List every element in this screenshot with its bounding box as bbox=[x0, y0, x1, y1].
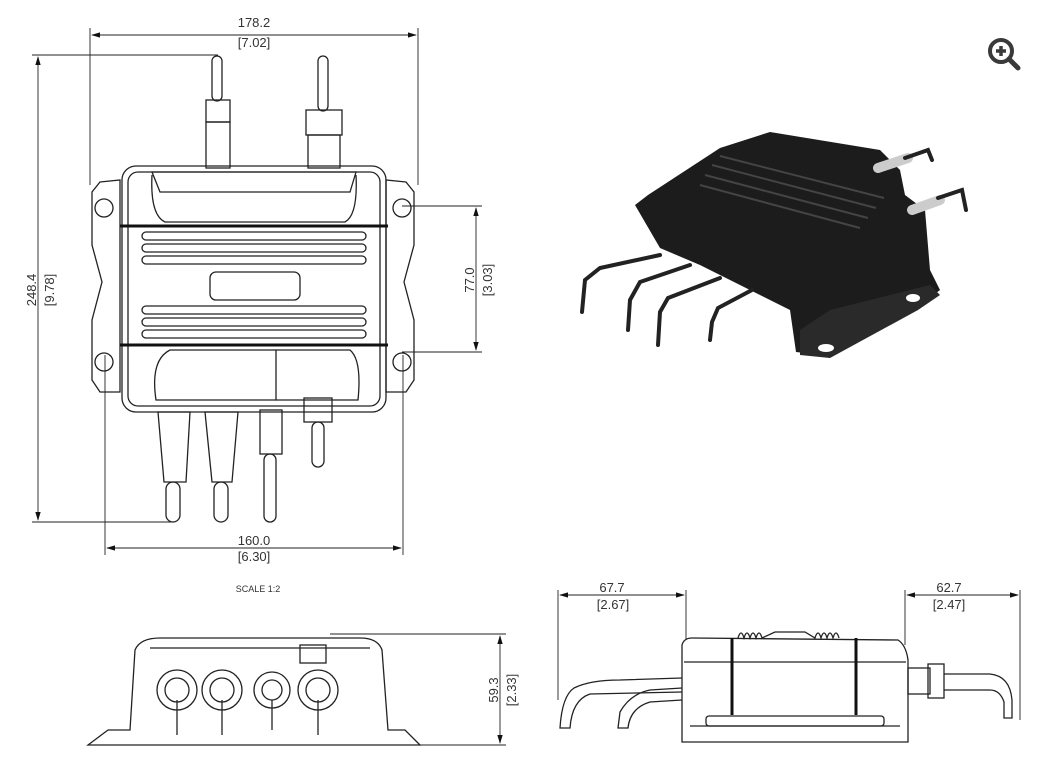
dim-left-mm: 67.7 bbox=[599, 580, 624, 595]
zoom-in-icon bbox=[988, 38, 1021, 71]
dim-left-in: [2.67] bbox=[597, 597, 630, 612]
dimension-hole-spacing-horizontal: 160.0 [6.30] bbox=[104, 355, 404, 564]
end-view-connectors bbox=[156, 669, 339, 735]
front-view: 178.2 [7.02] 248.4 [9.78] 77.0 [3.03] 16… bbox=[24, 15, 495, 594]
dim-end-height-in: [2.33] bbox=[504, 674, 519, 707]
dimension-height-overall: 248.4 [9.78] bbox=[24, 54, 218, 523]
dimension-width-overall: 178.2 [7.02] bbox=[89, 15, 419, 185]
dim-hole-v-in: [3.03] bbox=[480, 264, 495, 297]
dimension-height-end: 59.3 [2.33] bbox=[330, 633, 519, 746]
dim-right-mm: 62.7 bbox=[936, 580, 961, 595]
dim-width-in: [7.02] bbox=[238, 35, 271, 50]
end-view: 59.3 [2.33] bbox=[86, 633, 519, 746]
dim-height-mm: 248.4 bbox=[24, 274, 39, 307]
dim-width-mm: 178.2 bbox=[238, 15, 271, 30]
dimension-hole-spacing-vertical: 77.0 [3.03] bbox=[402, 205, 495, 353]
zoom-in-button[interactable] bbox=[985, 35, 1023, 73]
label-plate bbox=[209, 271, 301, 301]
cooling-fins bbox=[141, 231, 367, 339]
scale-label: SCALE 1:2 bbox=[236, 584, 281, 594]
top-connectors bbox=[205, 55, 343, 169]
side-view: 67.7 [2.67] 62.7 [2.47] bbox=[557, 580, 1021, 743]
bottom-connectors bbox=[157, 397, 333, 523]
dim-hole-h-in: [6.30] bbox=[238, 549, 271, 564]
dim-end-height-mm: 59.3 bbox=[486, 677, 501, 702]
dim-height-in: [9.78] bbox=[42, 274, 57, 307]
dimension-left-clearance: 67.7 [2.67] bbox=[557, 580, 687, 700]
dimension-right-clearance: 62.7 [2.47] bbox=[904, 580, 1021, 720]
dim-right-in: [2.47] bbox=[933, 597, 966, 612]
dim-hole-h-mm: 160.0 bbox=[238, 533, 271, 548]
dim-hole-v-mm: 77.0 bbox=[462, 267, 477, 292]
isometric-view bbox=[580, 132, 968, 358]
